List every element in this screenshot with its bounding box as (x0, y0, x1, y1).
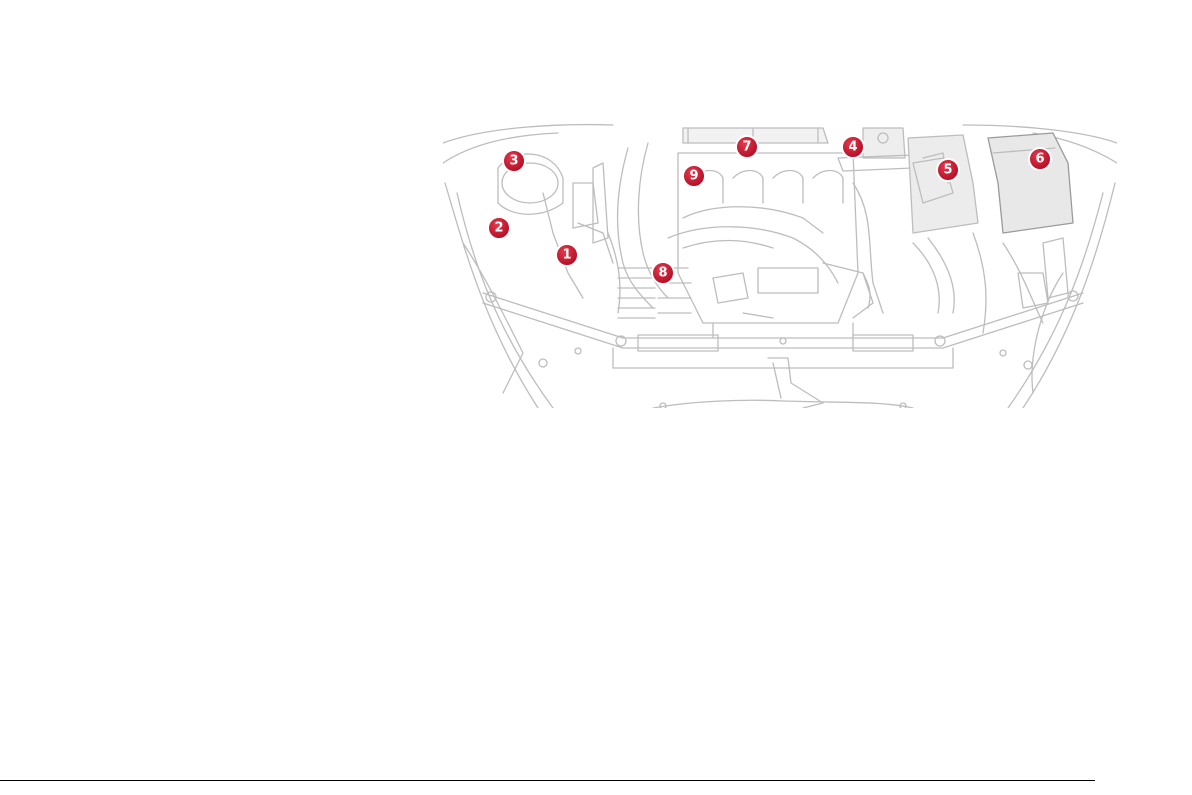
callout-6-label: 6 (1035, 152, 1044, 167)
engine-compartment-diagram: 1 2 3 4 5 6 7 8 (443, 123, 1117, 408)
callout-2: 2 (488, 217, 510, 239)
callout-5-label: 5 (943, 163, 952, 178)
callout-5: 5 (937, 159, 959, 181)
callout-4: 4 (842, 136, 864, 158)
callout-3-label: 3 (509, 154, 518, 169)
callout-8: 8 (652, 262, 674, 284)
callout-2-label: 2 (494, 221, 503, 236)
callout-1-label: 1 (562, 248, 571, 263)
callout-8-label: 8 (658, 266, 667, 281)
callout-7-label: 7 (742, 140, 751, 155)
callout-7: 7 (736, 136, 758, 158)
engine-line-art (443, 125, 1117, 408)
callout-4-label: 4 (848, 140, 857, 155)
callout-9: 9 (683, 165, 705, 187)
callout-9-label: 9 (689, 169, 698, 184)
callout-3: 3 (503, 150, 525, 172)
engine-illustration: 1 2 3 4 5 6 7 8 (443, 123, 1117, 408)
callout-6: 6 (1029, 148, 1051, 170)
callout-1: 1 (556, 244, 578, 266)
footer-rule (0, 780, 1095, 781)
